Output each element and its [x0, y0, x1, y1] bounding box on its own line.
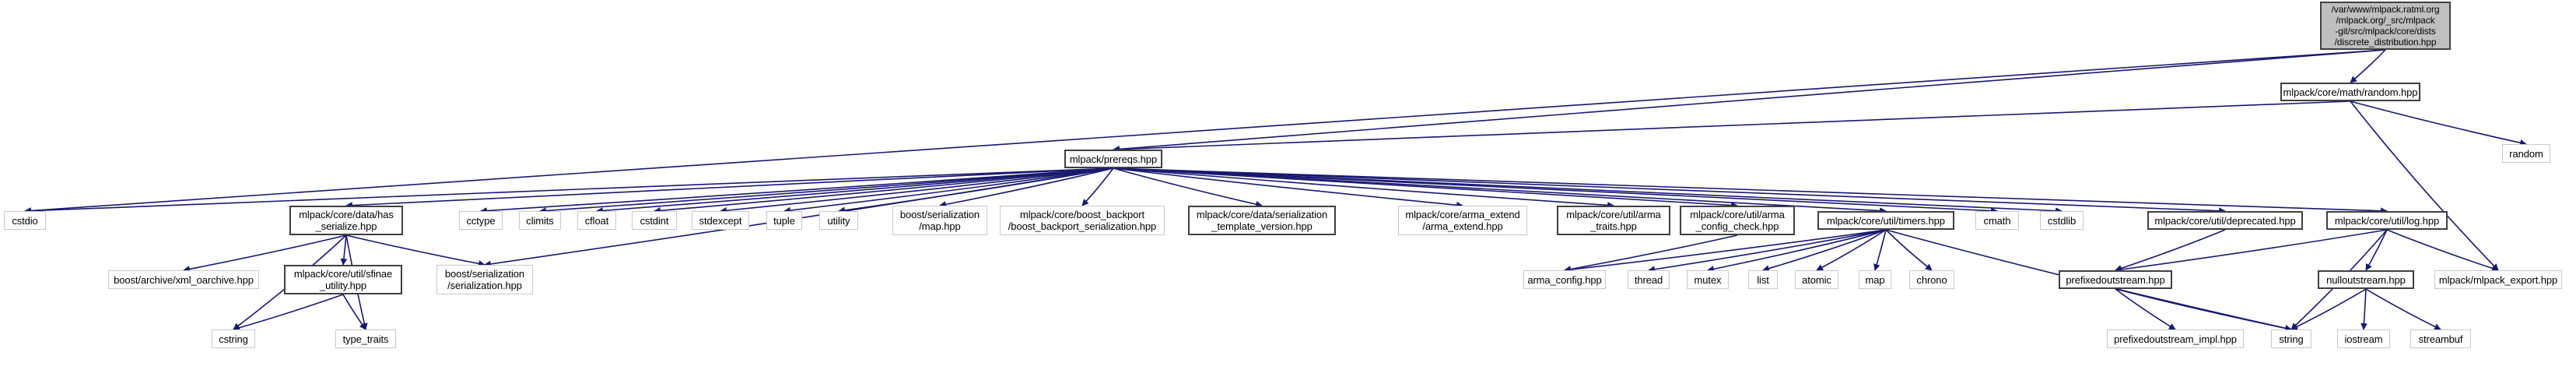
graph-edge: [1816, 229, 1887, 271]
graph-edge: [939, 167, 1114, 208]
graph-node-tuple[interactable]: tuple: [766, 211, 802, 230]
graph-node-cstdio[interactable]: cstdio: [4, 211, 46, 230]
graph-node-has_serialize[interactable]: mlpack/core/data/has _serialize.hpp: [289, 206, 403, 235]
graph-edge: [1113, 167, 1263, 208]
graph-edge: [2350, 49, 2386, 83]
graph-node-root[interactable]: /var/www/mlpack.ratml.org /mlpack.org/_s…: [2320, 2, 2451, 50]
graph-edge: [2350, 100, 2527, 146]
graph-node-thread[interactable]: thread: [1628, 270, 1670, 289]
graph-node-boost_map[interactable]: boost/serialization /map.hpp: [892, 206, 987, 235]
graph-node-list[interactable]: list: [1748, 270, 1778, 289]
graph-edge: [2115, 288, 2292, 332]
graph-edge: [1885, 229, 1933, 271]
graph-node-log_hpp[interactable]: mlpack/core/util/log.hpp: [2326, 211, 2448, 230]
graph-node-stdexcept[interactable]: stdexcept: [692, 211, 749, 230]
graph-node-arma_traits[interactable]: mlpack/core/util/arma _traits.hpp: [1557, 206, 1670, 235]
graph-edge: [2350, 100, 2499, 271]
graph-node-type_traits[interactable]: type_traits: [335, 329, 396, 348]
graph-node-atomic[interactable]: atomic: [1795, 270, 1838, 289]
graph-edge: [1762, 229, 1887, 272]
graph-edge: [539, 167, 1114, 214]
graph-edge: [24, 167, 1114, 215]
graph-node-serialization_template_version[interactable]: mlpack/core/data/serialization _template…: [1188, 206, 1336, 235]
graph-node-random[interactable]: random: [2502, 144, 2550, 163]
graph-edge: [1113, 167, 1463, 209]
graph-node-cstdlib[interactable]: cstdlib: [2040, 211, 2084, 230]
graph-node-cfloat[interactable]: cfloat: [577, 211, 616, 230]
graph-node-xml_oarchive[interactable]: boost/archive/xml_oarchive.hpp: [108, 270, 259, 289]
graph-node-deprecated[interactable]: mlpack/core/util/deprecated.hpp: [2147, 211, 2303, 230]
graph-node-cstdint[interactable]: cstdint: [632, 211, 677, 230]
graph-node-nulloutstream[interactable]: nulloutstream.hpp: [2318, 270, 2414, 289]
graph-edge: [596, 167, 1114, 214]
graph-edge: [342, 294, 366, 330]
graph-node-arma_config_check[interactable]: mlpack/core/util/arma _config_check.hpp: [1680, 206, 1795, 235]
graph-node-cstring[interactable]: cstring: [212, 329, 255, 348]
graph-edge: [1873, 229, 1887, 271]
graph-edge: [2386, 229, 2499, 272]
graph-edge: [2365, 288, 2441, 330]
graph-node-random_hpp[interactable]: mlpack/core/math/random.hpp: [2280, 83, 2420, 101]
graph-edge: [1113, 100, 2351, 153]
graph-edge: [1564, 229, 1887, 273]
graph-node-timers[interactable]: mlpack/core/util/timers.hpp: [1817, 211, 1954, 230]
graph-edge: [2115, 229, 2226, 272]
graph-node-mlpack_export[interactable]: mlpack/mlpack_export.hpp: [2434, 270, 2562, 289]
graph-edge: [2360, 288, 2367, 330]
graph-node-arma_extend[interactable]: mlpack/core/arma_extend /arma_extend.hpp: [1398, 206, 1527, 235]
graph-edge: [1113, 167, 1887, 214]
graph-edge: [1113, 167, 1738, 209]
graph-edge: [1113, 167, 2063, 215]
graph-edge: [340, 234, 348, 266]
graph-edge: [2115, 229, 2388, 273]
graph-edge: [2115, 288, 2176, 330]
graph-node-cmath[interactable]: cmath: [1975, 211, 2019, 230]
graph-edge: [1113, 167, 1614, 209]
graph-edge: [654, 167, 1114, 214]
graph-node-sfinae_utility[interactable]: mlpack/core/util/sfinae _utility.hpp: [284, 265, 402, 294]
graph-node-map[interactable]: map: [1859, 270, 1891, 289]
graph-edge: [783, 167, 1114, 214]
graph-node-boost_serialization[interactable]: boost/serialization /serialization.hpp: [436, 265, 533, 294]
graph-node-prefixedoutstream_impl[interactable]: prefixedoutstream_impl.hpp: [2107, 329, 2244, 348]
graph-edge: [345, 167, 1114, 210]
graph-node-iostream[interactable]: iostream: [2337, 329, 2390, 348]
graph-edge: [1081, 167, 1114, 206]
graph-edge: [720, 167, 1114, 214]
graph-edge: [1113, 167, 2388, 215]
graph-edge: [24, 49, 2386, 214]
graph-edge: [480, 167, 1114, 214]
graph-edge: [1113, 167, 2226, 215]
graph-edge: [233, 294, 344, 332]
graph-edge: [1113, 167, 1998, 215]
graph-edge: [1564, 234, 1738, 273]
graph-edge: [1707, 229, 1887, 273]
graph-node-boost_backport[interactable]: mlpack/core/boost_backport /boost_backpo…: [1000, 206, 1165, 235]
graph-edge: [1113, 49, 2386, 153]
graph-node-cctype[interactable]: cctype: [459, 211, 503, 230]
graph-edge: [1648, 229, 1887, 273]
graph-node-arma_config[interactable]: arma_config.hpp: [1523, 270, 1606, 289]
graph-node-prefixedoutstream[interactable]: prefixedoutstream.hpp: [2059, 270, 2172, 289]
graph-node-chrono[interactable]: chrono: [1909, 270, 1954, 289]
graph-edge: [2365, 229, 2388, 271]
graph-node-string[interactable]: string: [2271, 329, 2311, 348]
graph-edge: [838, 167, 1114, 214]
graph-node-utility[interactable]: utility: [819, 211, 858, 230]
graph-node-climits[interactable]: climits: [519, 211, 561, 230]
graph-edge: [345, 234, 485, 267]
graph-node-streambuf[interactable]: streambuf: [2410, 329, 2471, 348]
graph-edge: [2290, 288, 2367, 330]
graph-node-mutex[interactable]: mutex: [1687, 270, 1729, 289]
graph-node-prereqs[interactable]: mlpack/prereqs.hpp: [1064, 150, 1162, 168]
